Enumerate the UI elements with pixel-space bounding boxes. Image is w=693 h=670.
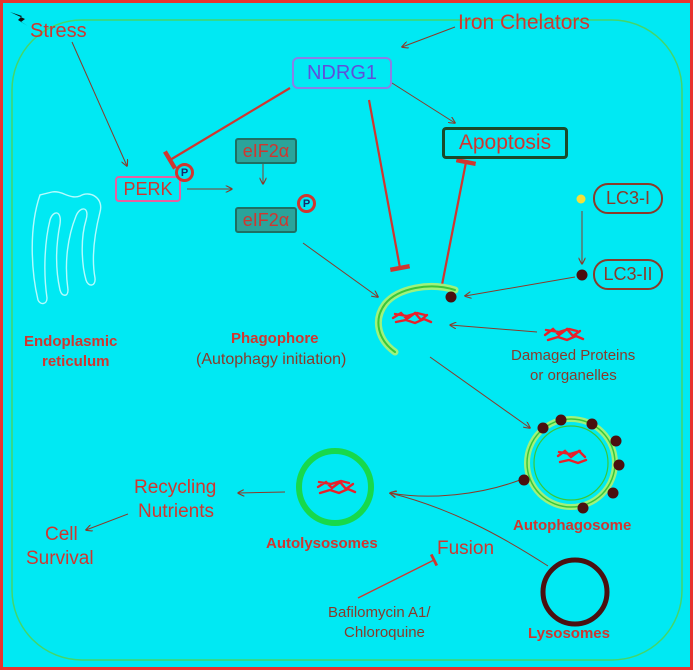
phagophore-label: Phagophore [231, 330, 319, 347]
recycling-label-line1: Recycling [134, 477, 217, 498]
lc3ii-label: LC3-II [603, 264, 653, 284]
arrow-eif2a-phagophore [302, 242, 378, 297]
inhibit-bafilomycin-fusion [357, 553, 439, 599]
ndrg1-label: NDRG1 [306, 61, 377, 84]
lc3i-box: LC3-I [593, 183, 663, 214]
lc3ii-dot [576, 269, 588, 281]
cell-survival-label-line2: Survival [26, 548, 94, 569]
ndrg1-box: NDRG1 [292, 57, 392, 89]
phospho-icon: P [175, 163, 194, 182]
autophagosome-label: Autophagosome [513, 517, 632, 534]
bafilomycin-label-line1: Bafilomycin A1/ [328, 604, 431, 621]
er-label-line1: Endoplasmic [24, 333, 118, 350]
arrow-lysosome-autolysosome [390, 493, 549, 567]
er-label-line2: reticulum [42, 353, 110, 370]
eif2a-bottom-box: eIF2α [235, 207, 297, 233]
protein-aggregate-icon [543, 327, 585, 342]
fusion-label: Fusion [437, 538, 495, 559]
inhibit-ndrg1-phagophore [367, 99, 411, 272]
arrow-autophagosome-autolysosome [390, 479, 521, 496]
arrow-recycling-survival [86, 513, 129, 530]
eif2a-top-label: eIF2α [242, 140, 290, 161]
bafilomycin-label-line2: Chloroquine [344, 624, 425, 641]
phagophore-lc3-dot [445, 291, 457, 303]
lc3i-dot [576, 194, 586, 204]
arrow-autolysosome-recycling [238, 492, 286, 493]
lysosomes-label: Lysosomes [528, 625, 610, 642]
arrow-stress-perk [71, 41, 127, 166]
protein-aggregate-icon [556, 449, 588, 465]
lysosome-ring [540, 557, 610, 627]
protein-aggregate-icon [391, 311, 433, 325]
autolysosomes-label: Autolysosomes [266, 535, 378, 552]
perk-label: PERK [123, 178, 173, 199]
damaged-label-line2: or organelles [530, 367, 617, 384]
inhibit-ndrg1-perk [163, 87, 291, 170]
phospho-icon: P [297, 194, 316, 213]
autophagy-initiation-label: (Autophagy initiation) [196, 351, 347, 368]
er-shape [31, 191, 102, 305]
lightning-icon [10, 12, 28, 26]
eif2a-top-box: eIF2α [235, 138, 297, 164]
arrow-damaged-phagophore [450, 325, 538, 333]
iron-chelators-label: Iron Chelators [458, 11, 590, 34]
apoptosis-box: Apoptosis [442, 127, 568, 159]
arrow-chelators-ndrg1 [402, 26, 456, 47]
autophagosome-lc3-dots [518, 414, 625, 514]
autolysosome-ring [296, 448, 374, 526]
damaged-label-line1: Damaged Proteins [511, 347, 636, 364]
recycling-label-line2: Nutrients [138, 501, 215, 522]
phagophore-membrane [374, 283, 459, 356]
arrow-lc3ii-phagophore [465, 276, 576, 296]
cell-membrane [11, 19, 683, 661]
arrow-phagophore-autophagosome [429, 356, 530, 428]
apoptosis-label: Apoptosis [458, 131, 552, 154]
eif2a-bottom-label: eIF2α [242, 209, 290, 230]
cell-survival-label-line1: Cell [45, 524, 78, 545]
protein-aggregate-icon [316, 479, 357, 495]
perk-box: PERK [115, 176, 181, 202]
lc3ii-box: LC3-II [593, 259, 663, 290]
inhibit-phagophore-apoptosis [439, 157, 477, 291]
lc3i-label: LC3-I [605, 188, 650, 208]
stress-label: Stress [30, 20, 87, 42]
arrow-ndrg1-apoptosis [391, 82, 455, 123]
